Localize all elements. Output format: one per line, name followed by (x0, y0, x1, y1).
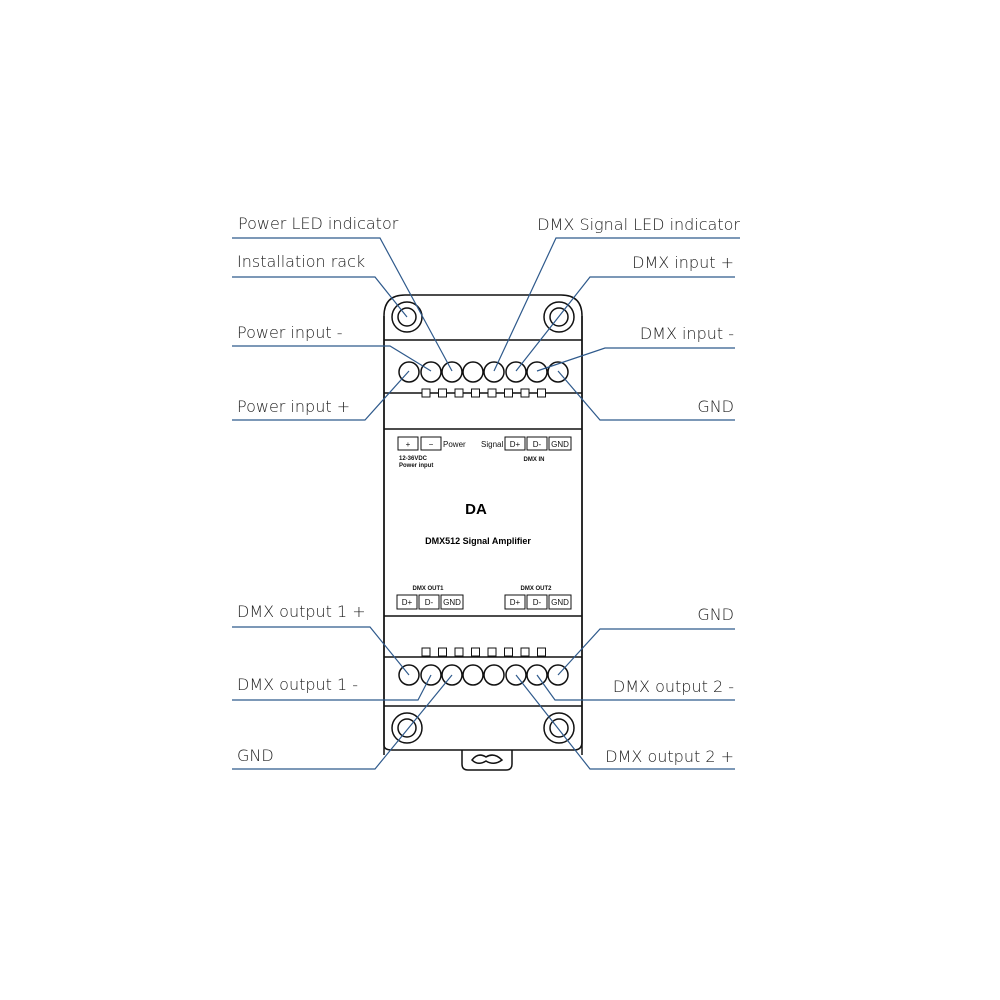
callout-power-input-minus: Power input - (237, 323, 342, 342)
led-square (454, 647, 464, 657)
callout-gnd-bottom-right: GND (697, 605, 734, 624)
terminal-screw (505, 664, 527, 686)
callout-dmx-output2-plus: DMX output 2 + (605, 747, 734, 766)
led-square (471, 388, 480, 398)
voltage-label: 12-36VDC (399, 456, 428, 462)
out2-dminus: D- (533, 598, 542, 607)
out1-gnd: GND (443, 598, 461, 607)
terminal-screw (526, 664, 548, 686)
dmx-in-dminus: D- (533, 440, 542, 449)
callout-dmx-input-plus: DMX input + (632, 253, 734, 272)
power-input-label: Power input (399, 463, 433, 469)
screw-hole-icon (391, 712, 423, 744)
led-square (520, 647, 530, 657)
led-square (487, 647, 497, 657)
led-square (504, 388, 513, 398)
power-minus-label: − (429, 440, 434, 449)
dmx-out2-label: DMX OUT2 (520, 586, 552, 592)
callouts: Power LED indicator Installation rack Po… (237, 214, 740, 766)
led-square (520, 388, 530, 398)
led-square (438, 647, 447, 657)
dmx-in-dplus: D+ (510, 440, 521, 449)
led-square (537, 388, 546, 398)
dmx-in-label: DMX IN (524, 457, 545, 463)
led-square (537, 647, 546, 657)
terminal-screw (483, 664, 505, 686)
led-square (421, 388, 431, 398)
callout-installation-rack: Installation rack (237, 252, 365, 271)
terminal-screw (441, 664, 463, 686)
callout-dmx-output2-minus: DMX output 2 - (613, 677, 734, 696)
screw-hole-icon (391, 301, 423, 333)
terminal-screw (462, 664, 484, 686)
out2-dplus: D+ (510, 598, 521, 607)
signal-label: Signal (481, 440, 503, 449)
terminal-screw (547, 664, 569, 686)
leader-lines (232, 237, 740, 770)
terminal-screw (547, 361, 569, 383)
led-square (454, 388, 464, 398)
screw-hole-icon (543, 301, 575, 333)
callout-dmx-output1-plus: DMX output 1 + (237, 602, 366, 621)
terminal-screw (505, 361, 527, 383)
callout-gnd-bottom-left: GND (237, 746, 274, 765)
out1-dminus: D- (425, 598, 434, 607)
callout-power-input-plus: Power input + (237, 397, 350, 416)
terminal-blocks (398, 361, 569, 686)
callout-dmx-led: DMX Signal LED indicator (537, 215, 740, 234)
front-panel: + − Power 12-36VDC Power input Signal D+… (396, 436, 572, 610)
callout-dmx-output1-minus: DMX output 1 - (237, 675, 358, 694)
terminal-screw (441, 361, 463, 383)
led-indicators (421, 388, 546, 657)
callout-power-led: Power LED indicator (238, 214, 399, 233)
callout-gnd-top: GND (697, 397, 734, 416)
screw-hole-icon (543, 712, 575, 744)
led-square (421, 647, 431, 657)
terminal-screw (398, 361, 420, 383)
terminal-screw (420, 361, 442, 383)
led-square (504, 647, 513, 657)
led-square (471, 647, 480, 657)
dmx-in-gnd: GND (551, 440, 569, 449)
product-name: DMX512 Signal Amplifier (425, 536, 531, 546)
terminal-screw (526, 361, 548, 383)
out1-dplus: D+ (402, 598, 413, 607)
led-square (487, 388, 497, 398)
mounting-screws (391, 301, 575, 744)
out2-gnd: GND (551, 598, 569, 607)
power-label: Power (443, 440, 466, 449)
terminal-screw (462, 361, 484, 383)
terminal-screw (398, 664, 420, 686)
dmx-out1-label: DMX OUT1 (412, 586, 444, 592)
led-square (438, 388, 447, 398)
terminal-screw (483, 361, 505, 383)
model-label: DA (465, 501, 487, 518)
terminal-screw (420, 664, 442, 686)
power-plus-label: + (406, 440, 411, 449)
device-body (383, 294, 583, 771)
callout-dmx-input-minus: DMX input - (640, 324, 734, 343)
